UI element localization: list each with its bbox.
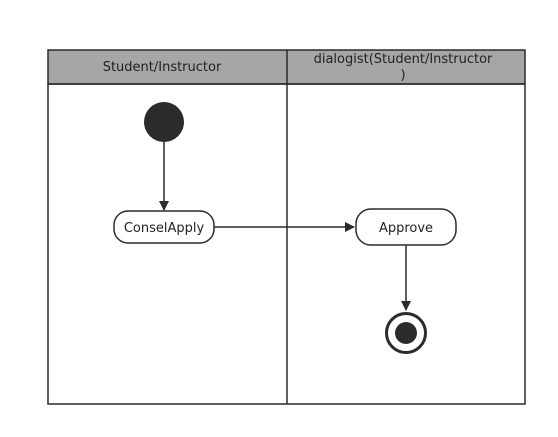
action-approve-label: Approve	[379, 221, 433, 236]
final-node-core	[395, 322, 417, 344]
action-conselapply-label: ConselApply	[124, 221, 205, 236]
initial-node	[144, 102, 184, 142]
swimlane-frame	[47, 49, 526, 405]
final-node	[385, 312, 427, 354]
lane-title-dialogist-line2: )	[400, 68, 405, 83]
lane-title-dialogist-line1: dialogist(Student/Instructor	[314, 52, 493, 67]
action-conselapply: ConselApply	[113, 210, 215, 244]
action-approve: Approve	[355, 208, 457, 246]
lane-title-student-instructor: Student/Instructor	[103, 60, 222, 75]
